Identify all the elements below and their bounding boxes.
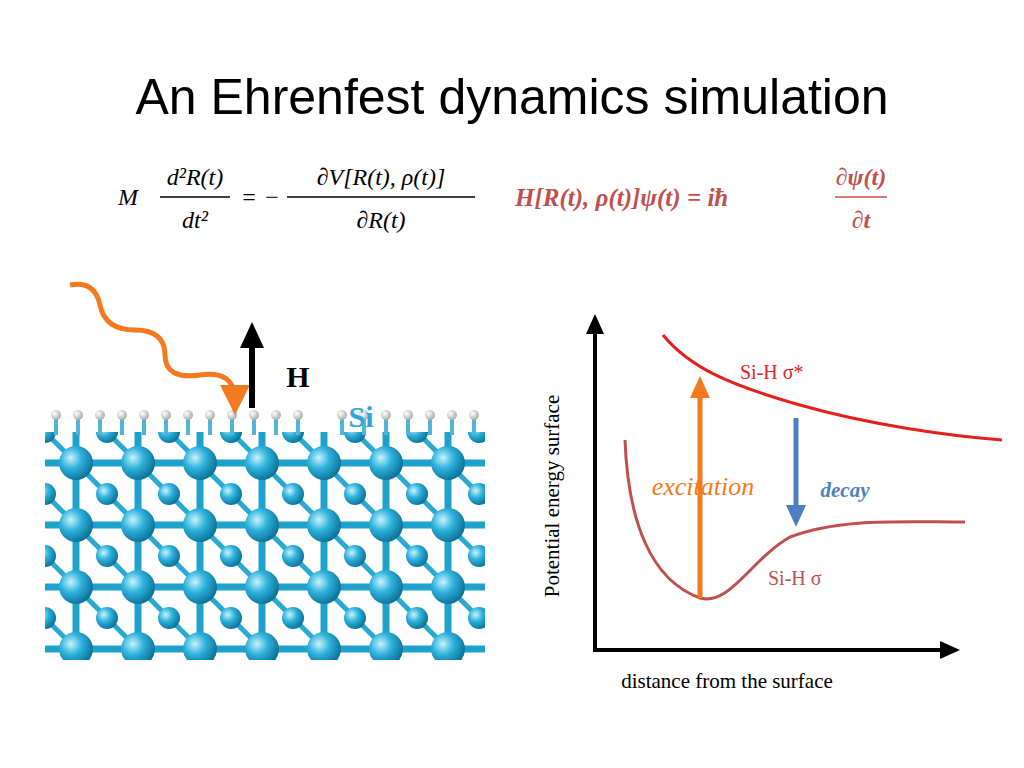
equation-numerator: d²R(t) (167, 165, 224, 189)
arrow-label: decay (821, 480, 870, 501)
equation-operator: − (265, 185, 279, 209)
curve-label: Si-H σ (768, 568, 822, 588)
curve-label: Si-H σ* (740, 362, 804, 382)
axis-title: Potential energy surface (542, 395, 563, 598)
silicon-lattice (45, 405, 485, 660)
hydrogen-arrow (240, 322, 264, 408)
equation-numerator: ∂ψ(t) (836, 165, 887, 189)
plot-axes (586, 314, 960, 659)
arrow-label: excitation (652, 474, 755, 500)
schrodinger-equation: H[R(t), ρ(t)]ψ(t) = iħ (515, 185, 728, 210)
sigma-star-curve (663, 335, 1002, 440)
equation-denominator: ∂t (852, 208, 871, 232)
axis-title: distance from the surface (621, 671, 833, 692)
equation-denominator: ∂R(t) (356, 208, 405, 232)
atom-label: Si (348, 402, 373, 432)
equation-symbol: M (118, 185, 138, 209)
photon-wave (70, 284, 235, 400)
atom-label: H (286, 362, 309, 392)
equation-numerator: ∂V[R(t), ρ(t)] (317, 165, 446, 189)
equation-denominator: dt² (182, 208, 208, 232)
equation-operator: = (242, 185, 256, 209)
decay-arrow (786, 418, 806, 527)
slide-title: An Ehrenfest dynamics simulation (135, 72, 888, 122)
